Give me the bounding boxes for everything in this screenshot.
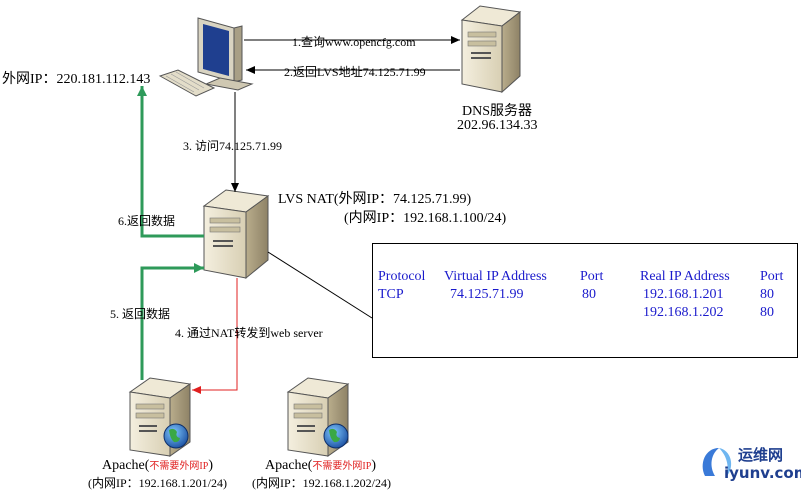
dns-server-icon [460, 5, 522, 94]
client-computer-icon [158, 17, 254, 97]
apache1-close: ) [208, 458, 213, 473]
table-header-protocol: Protocol [378, 269, 426, 284]
table-header-rport: Port [760, 269, 784, 284]
table-cell-protocol: TCP [378, 287, 404, 302]
table-header-port: Port [580, 269, 604, 284]
table-header-vip: Virtual IP Address [444, 269, 547, 284]
step2-label: 2.返回LVS地址74.125.71.99 [284, 65, 426, 79]
dns-server-ip: 202.96.134.33 [457, 118, 538, 133]
table-cell-port: 80 [582, 287, 596, 302]
table-header-rip: Real IP Address [640, 269, 730, 284]
apache2-note: 不需要外网IP [312, 461, 372, 472]
arrow-step6 [137, 86, 204, 238]
table-cell-vip: 74.125.71.99 [450, 287, 524, 302]
apache2-name: Apache(不需要外网IP) [265, 457, 376, 474]
apache1-name: Apache(不需要外网IP) [102, 457, 213, 474]
step5-label: 5. 返回数据 [110, 307, 171, 321]
step3-label: 3. 访问74.125.71.99 [183, 139, 283, 153]
step4-label: 4. 通过NAT转发到web server [175, 326, 323, 340]
watermark-logo-icon [702, 448, 732, 476]
lvs-server-icon [202, 189, 270, 280]
apache1-note: 不需要外网IP [149, 461, 209, 472]
lvs-label-line2: (内网IP：192.168.1.100/24) [344, 211, 507, 226]
apache1-name-text: Apache( [102, 458, 150, 473]
table-cell-rport2: 80 [760, 305, 774, 320]
table-cell-rip2: 192.168.1.202 [643, 305, 724, 320]
external-ip-label: 外网IP：220.181.112.143 [2, 72, 151, 87]
step6-label: 6.返回数据 [118, 214, 176, 228]
apache2-name-text: Apache( [265, 458, 313, 473]
step1-label: 1.查询www.opencfg.com [292, 35, 416, 49]
watermark-cn: 运维网 [738, 446, 784, 464]
globe-icon [163, 423, 189, 449]
table-cell-rip: 192.168.1.201 [643, 287, 724, 302]
table-connector-line [267, 251, 373, 319]
apache2-ip: (内网IP：192.168.1.202/24) [252, 476, 391, 490]
apache1-ip: (内网IP：192.168.1.201/24) [88, 476, 227, 490]
apache2-close: ) [371, 458, 376, 473]
dns-server-name: DNS服务器 [462, 104, 533, 119]
arrow-step4 [192, 278, 238, 394]
lvs-rule-table [372, 243, 798, 358]
globe-icon [323, 423, 349, 449]
lvs-label-line1: LVS NAT(外网IP：74.125.71.99) [278, 192, 472, 207]
arrow-step5 [140, 263, 204, 380]
table-cell-rport: 80 [760, 287, 774, 302]
watermark-en: iyunv.com [724, 464, 801, 482]
